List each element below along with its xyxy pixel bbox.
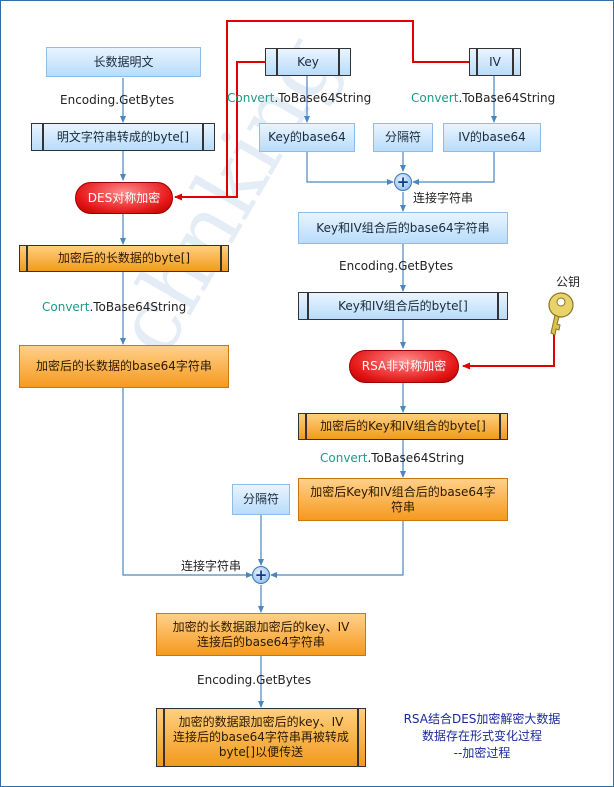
encrypted-long-bytes-box: 加密后的长数据的byte[] — [19, 245, 229, 272]
des-encrypt-oval: DES对称加密 — [75, 182, 173, 214]
plaintext-bytes-box: 明文字符串转成的byte[] — [31, 123, 215, 151]
separator-bottom-text: 分隔符 — [242, 492, 279, 506]
key-iv-bytes-text: Key和IV组合后的byte[] — [338, 298, 468, 313]
wire-iv-to-des-top — [226, 20, 469, 197]
des-encrypt-text: DES对称加密 — [87, 190, 161, 205]
process-bar-left — [26, 246, 28, 271]
key-iv-b64-box: Key和IV组合后的base64字符串 — [298, 212, 508, 244]
concat-bottom-plus-icon: + — [252, 566, 270, 584]
encrypted-long-b64-text: 加密后的长数据的base64字符串 — [36, 359, 212, 373]
process-bar-right — [338, 49, 340, 75]
long-plaintext-text: 长数据明文 — [93, 54, 154, 69]
key-box: Key — [265, 48, 351, 76]
process-bar-left — [163, 709, 165, 766]
wire-encb64-to-concat — [270, 521, 404, 578]
key-icon — [548, 292, 574, 336]
process-bar-left — [476, 49, 478, 75]
process-bar-left — [307, 293, 309, 319]
process-bar-left — [305, 414, 307, 439]
process-bar-right — [202, 124, 204, 150]
encoding-getbytes-label-1: Encoding.GetBytes — [60, 93, 175, 107]
key-text: Key — [297, 54, 319, 69]
iv-text: IV — [489, 54, 501, 69]
plaintext-bytes-text: 明文字符串转成的byte[] — [56, 129, 190, 144]
encrypted-key-iv-bytes-box: 加密后的Key和IV组合的byte[] — [298, 413, 508, 440]
wire-ivb64-to-plus — [412, 152, 495, 185]
process-bar-right — [357, 709, 359, 766]
convert-base64-label-2: Convert.ToBase64String — [320, 451, 465, 465]
combined-b64-text: 加密的长数据跟加密后的key、IV连接后的base64字符串 — [172, 619, 350, 649]
key-b64-text: Key的base64 — [268, 130, 346, 144]
wire-key-to-des — [174, 61, 265, 201]
process-bar-right — [512, 49, 514, 75]
public-key-label: 公钥 — [556, 275, 581, 289]
process-bar-right — [497, 293, 499, 319]
process-bar-right — [220, 246, 222, 271]
separator-bottom-box: 分隔符 — [232, 484, 290, 515]
wire-b64-to-concat — [122, 388, 253, 578]
encoding-getbytes-label-3: Encoding.GetBytes — [197, 673, 312, 687]
wire-publickey-to-rsa — [462, 331, 555, 370]
long-plaintext-box: 长数据明文 — [46, 47, 201, 77]
iv-b64-text: IV的base64 — [458, 130, 526, 144]
concat-bottom-label: 连接字符串 — [181, 559, 242, 573]
concat-top-label: 连接字符串 — [413, 191, 474, 205]
final-bytes-text: 加密的数据跟加密后的key、IV连接后的base64字符串再被转成byte[]以… — [173, 715, 349, 759]
iv-box: IV — [469, 48, 521, 76]
encrypted-key-iv-bytes-text: 加密后的Key和IV组合的byte[] — [320, 419, 486, 433]
iv-b64-box: IV的base64 — [443, 123, 541, 152]
encrypted-key-iv-b64-box: 加密后Key和IV组合后的base64字符串 — [298, 478, 508, 521]
process-bar-right — [499, 414, 501, 439]
concat-top-plus-icon: + — [394, 173, 412, 191]
convert-base64-label-iv: Convert.ToBase64String — [411, 91, 556, 105]
rsa-encrypt-oval: RSA非对称加密 — [349, 350, 459, 383]
caption-line-2: 数据存在形式变化过程 — [421, 729, 542, 743]
convert-base64-label-key: Convert.ToBase64String — [227, 91, 372, 105]
separator-top-text: 分隔符 — [384, 130, 421, 144]
wire-keyb64-to-plus — [306, 152, 394, 185]
key-iv-b64-text: Key和IV组合后的base64字符串 — [316, 220, 490, 235]
combined-b64-box: 加密的长数据跟加密后的key、IV连接后的base64字符串 — [156, 613, 366, 656]
encoding-getbytes-label-2: Encoding.GetBytes — [339, 259, 454, 273]
caption-note: RSA结合DES加密解密大数据 数据存在形式变化过程 --加密过程 — [387, 711, 577, 762]
process-bar-left — [276, 49, 278, 75]
convert-base64-label-1: Convert.ToBase64String — [42, 300, 187, 314]
key-iv-bytes-box: Key和IV组合后的byte[] — [298, 292, 508, 320]
caption-line-3: --加密过程 — [453, 746, 511, 760]
encrypted-long-bytes-text: 加密后的长数据的byte[] — [57, 251, 191, 265]
caption-line-1: RSA结合DES加密解密大数据 — [403, 712, 561, 726]
separator-top-box: 分隔符 — [373, 123, 433, 152]
process-bar-left — [42, 124, 44, 150]
encrypted-key-iv-b64-text: 加密后Key和IV组合后的base64字符串 — [310, 484, 496, 514]
rsa-encrypt-text: RSA非对称加密 — [361, 359, 447, 373]
final-bytes-box: 加密的数据跟加密后的key、IV连接后的base64字符串再被转成byte[]以… — [156, 708, 366, 767]
key-b64-box: Key的base64 — [259, 123, 355, 152]
encrypted-long-b64-box: 加密后的长数据的base64字符串 — [19, 345, 229, 388]
